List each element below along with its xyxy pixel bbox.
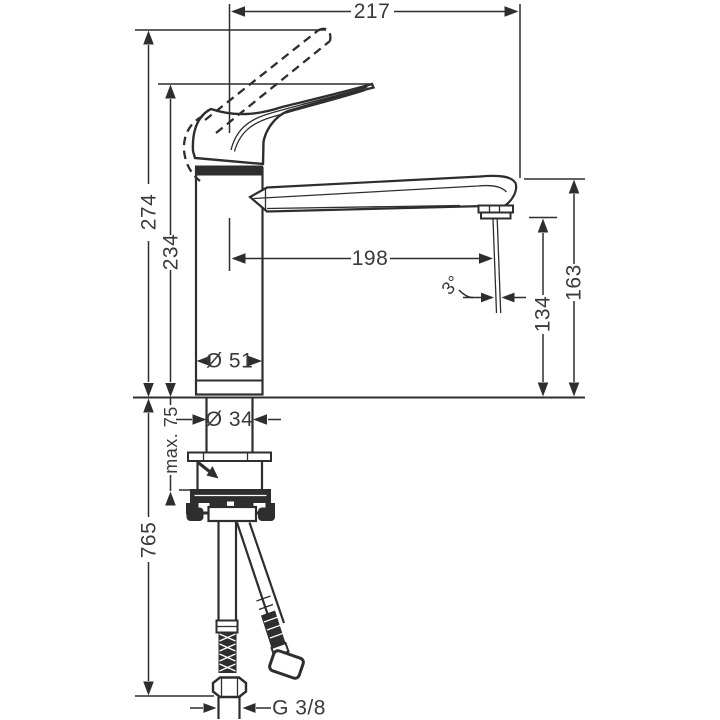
dim-diameter-34: Ø 34: [176, 408, 281, 431]
dim-diameter-51: Ø 51: [196, 350, 262, 373]
dim-height-134: 134: [532, 218, 555, 397]
dim-height-274: 274: [138, 30, 161, 397]
mounting-hardware: [186, 489, 275, 523]
mounting-shank: [187, 398, 272, 489]
dim-label-274: 274: [138, 194, 161, 231]
dim-label-198: 198: [352, 247, 389, 270]
dim-reach-198: 198: [231, 247, 493, 270]
spout-outline: [248, 174, 518, 213]
faucet-body: [194, 166, 264, 396]
dim-height-163: 163: [563, 179, 586, 397]
water-stream: [492, 218, 502, 314]
dim-label-angle: 3°: [437, 272, 464, 299]
hose-nut: [211, 676, 248, 699]
dim-label-thread: G 3/8: [272, 697, 326, 720]
arrowhead: [231, 6, 245, 17]
dim-label-217: 217: [354, 0, 391, 23]
braided-section: [261, 610, 286, 648]
handle: [191, 82, 376, 176]
dim-label-163: 163: [563, 264, 586, 301]
thread-stub: [217, 697, 241, 719]
dim-thread-g38: G 3/8: [190, 697, 326, 720]
dim-label-max75: max. 75: [161, 406, 181, 474]
dim-length-765: 765: [138, 398, 161, 696]
dim-label-134: 134: [532, 296, 555, 333]
spout: [248, 174, 518, 213]
hose-end-fitting: [268, 649, 305, 680]
supply-hose-angled: [235, 522, 305, 680]
dim-label-dia51: Ø 51: [206, 350, 254, 373]
handle-lever-outline: [191, 82, 376, 166]
dim-label-dia34: Ø 34: [206, 408, 254, 431]
dim-overall-217: 217: [231, 0, 519, 23]
aerator: [477, 204, 514, 220]
dim-max-75: max. 75: [161, 398, 181, 506]
spout-bottom-bevel: [266, 204, 461, 210]
body-column: [194, 166, 264, 396]
dim-height-234: 234: [160, 84, 183, 397]
arrowhead: [504, 6, 519, 17]
dim-label-234: 234: [160, 234, 183, 271]
supply-hose-vertical: [211, 521, 248, 719]
dim-angle-3deg: 3°: [437, 272, 526, 303]
mounting-nut-block: [207, 505, 258, 523]
extension-lines: [135, 4, 585, 697]
braided-section: [218, 632, 237, 673]
handle-base-band: [195, 165, 263, 176]
spout-top-bevel: [253, 184, 507, 200]
escutcheon-flange: [187, 451, 272, 462]
dim-label-765: 765: [138, 522, 161, 559]
